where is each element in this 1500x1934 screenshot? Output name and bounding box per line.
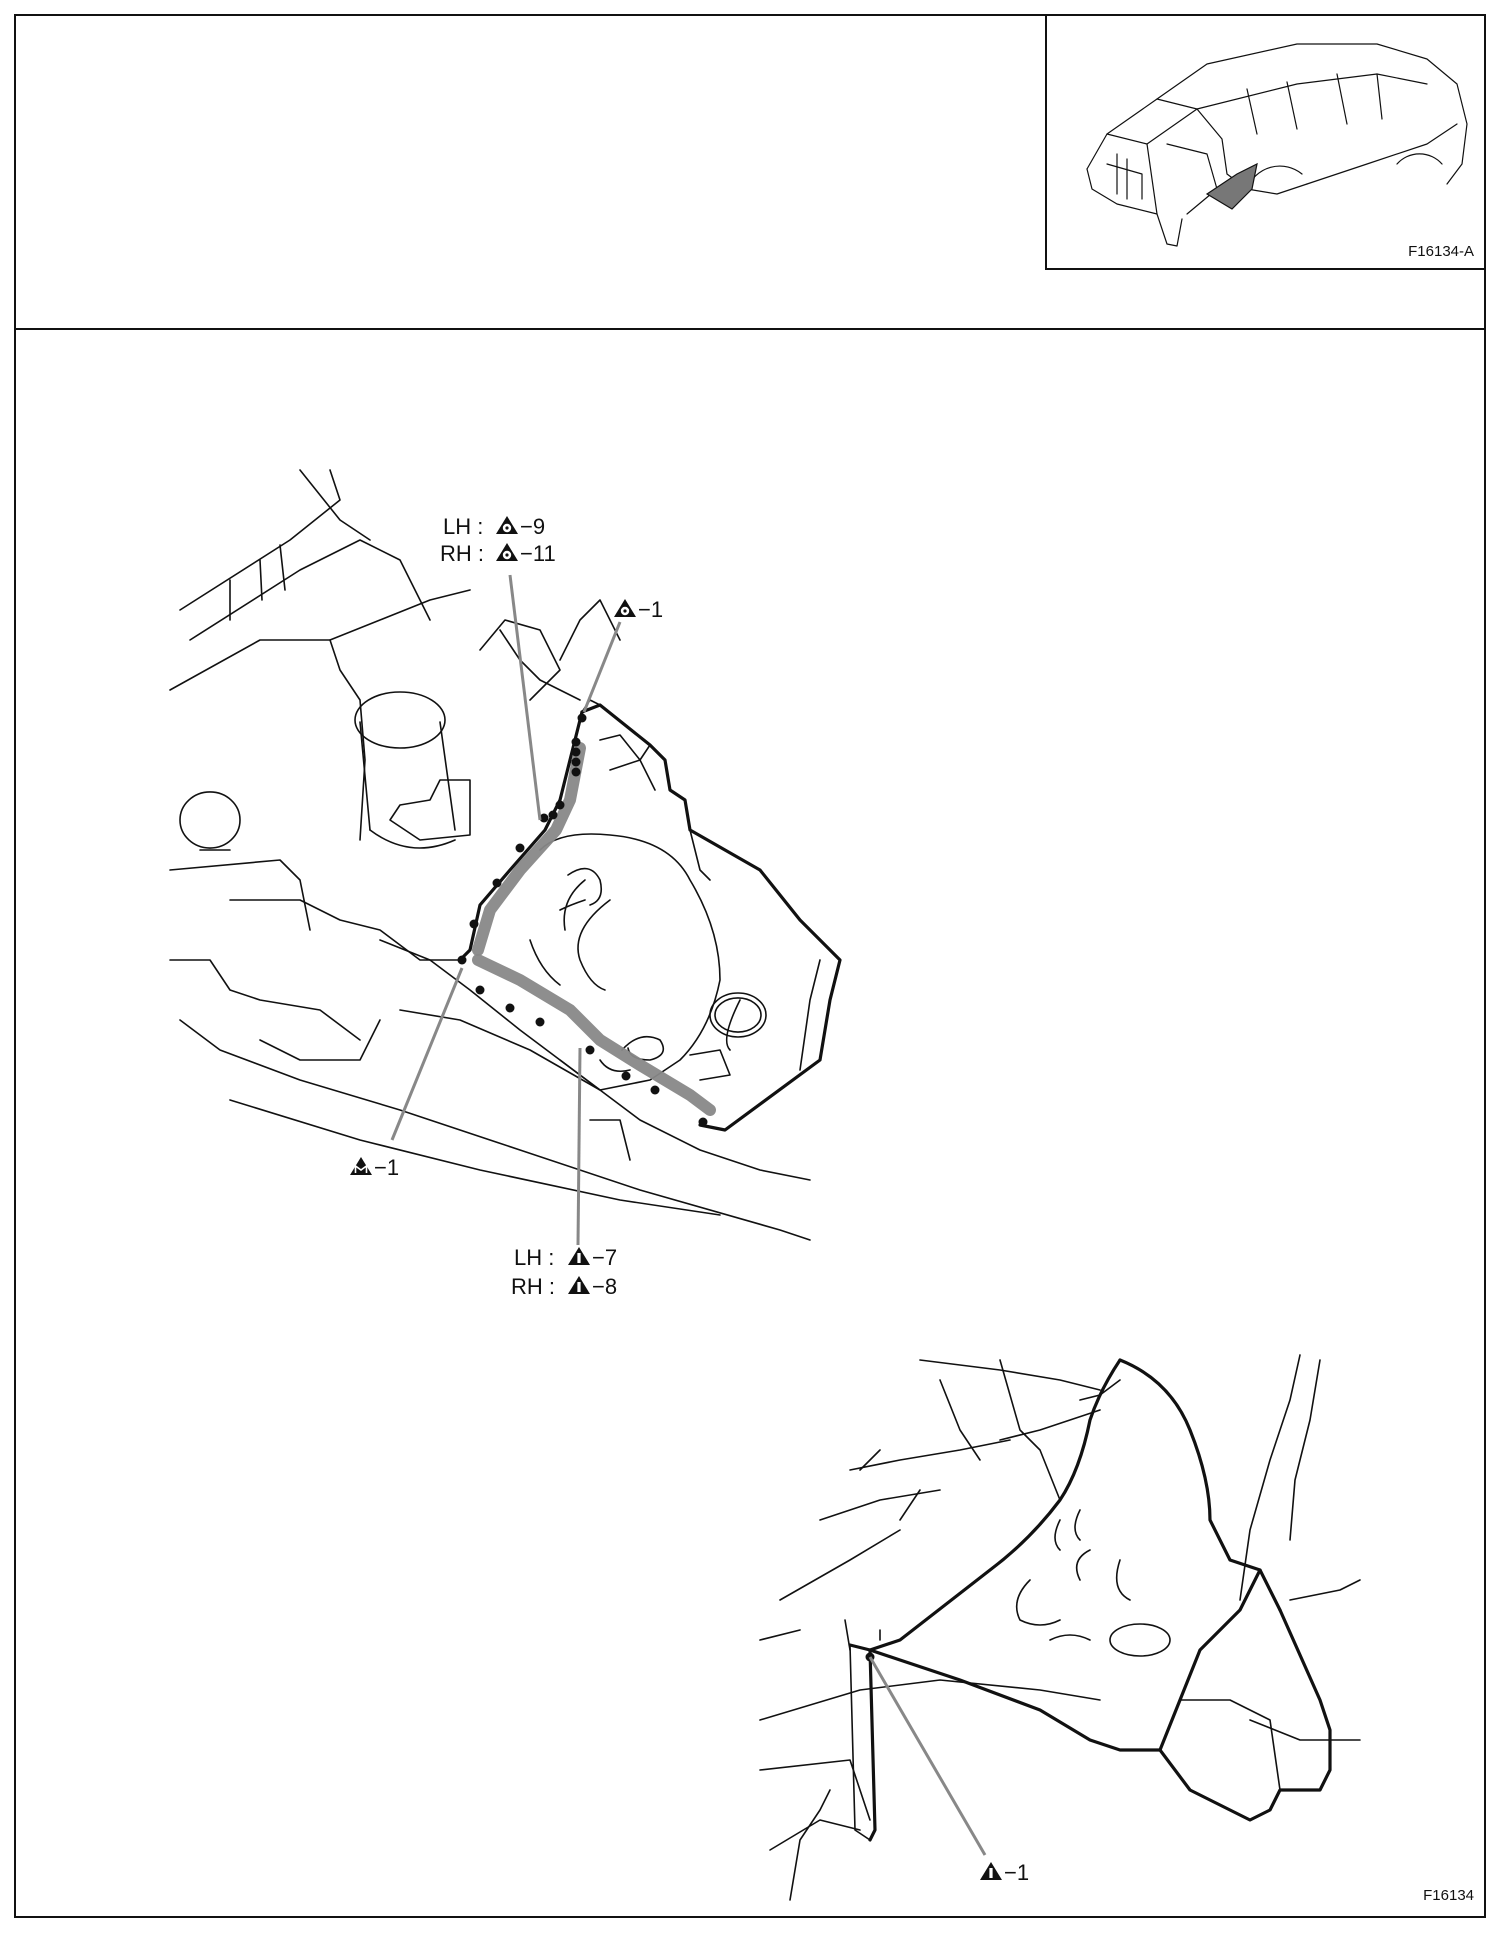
vehicle-body-sketch <box>1086 43 1468 247</box>
weld-symbol-i-icon <box>980 1862 1002 1880</box>
callout-bottom: LH : −7 RH : −8 <box>511 1245 617 1299</box>
spot-welds <box>457 713 708 1127</box>
callout-bottom-lh-side: LH : <box>514 1245 554 1270</box>
callout-lower-view: −1 <box>980 1860 1029 1885</box>
leader-lower-view <box>868 1656 987 1856</box>
lower-detail-view <box>759 1354 1361 1901</box>
weld-symbol-i-icon <box>568 1276 590 1294</box>
callout-lower-view-value: −1 <box>1004 1860 1029 1885</box>
callout-top-right: −1 <box>614 597 663 622</box>
surrounding-body-structure <box>169 469 811 1241</box>
weld-symbol-m-icon <box>349 1156 373 1176</box>
weld-symbol-i-icon <box>568 1247 590 1265</box>
vehicle-thumbnail: F16134-A <box>1045 14 1486 270</box>
leader-top-left <box>508 574 542 821</box>
leader-top-right <box>582 621 622 713</box>
leader-left <box>390 967 464 1141</box>
page-frame <box>14 14 1486 1918</box>
callout-top-left-lh-side: LH : <box>443 514 483 539</box>
callout-left-value: −1 <box>374 1155 399 1180</box>
callout-bottom-rh-value: −8 <box>592 1274 617 1299</box>
callout-bottom-lh-value: −7 <box>592 1245 617 1270</box>
header-divider <box>14 328 1486 330</box>
callout-top-left-lh-value: −9 <box>520 514 545 539</box>
weld-bands <box>472 742 716 1116</box>
figure-code: F16134 <box>1423 1887 1474 1904</box>
weld-symbol-o-icon <box>496 543 518 561</box>
callout-top-left: LH : −9 RH : −11 <box>440 514 556 566</box>
weld-symbol-o-icon <box>614 599 636 617</box>
callout-top-right-value: −1 <box>638 597 663 622</box>
leader-lines <box>390 574 622 1246</box>
leader-bottom <box>576 1047 582 1246</box>
thumbnail-figure-code: F16134-A <box>1408 243 1474 260</box>
weld-symbol-o-icon <box>496 516 518 534</box>
callout-top-left-rh-value: −11 <box>520 541 556 566</box>
callout-left: −1 <box>349 1155 399 1180</box>
callout-bottom-rh-side: RH : <box>511 1274 555 1299</box>
callout-top-left-rh-side: RH : <box>440 541 484 566</box>
